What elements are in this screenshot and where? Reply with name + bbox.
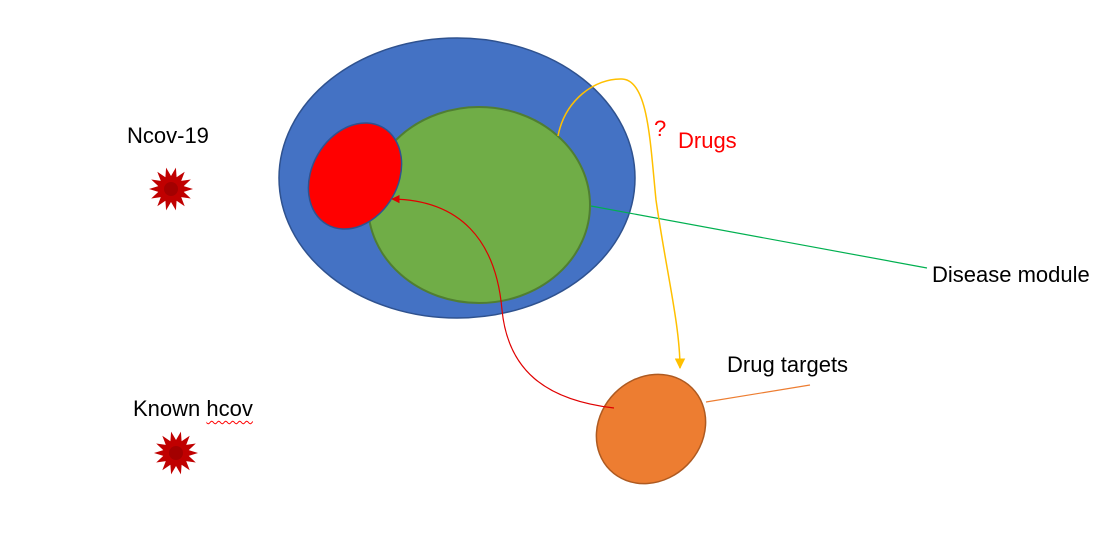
virus-core xyxy=(169,446,183,460)
drug-targets-label: Drug targets xyxy=(727,352,849,377)
known-hcov-label: Known hcov xyxy=(133,396,253,422)
known-hcov-word-hcov: hcov xyxy=(206,396,253,421)
disease-module-circle xyxy=(367,106,591,304)
question-mark-label: ? xyxy=(654,116,667,141)
drug-targets-pointer xyxy=(705,384,811,403)
known-hcov-word-known: Known xyxy=(133,396,201,421)
ncov-label: Ncov-19 xyxy=(127,123,209,148)
drugs-arrow xyxy=(557,78,686,370)
drugs-label: Drugs xyxy=(678,128,737,153)
virus-icon xyxy=(154,431,198,475)
virus-core xyxy=(164,182,178,196)
disease-module-pointer xyxy=(590,205,928,269)
drug-targets-ellipse xyxy=(595,373,707,485)
disease-module-label: Disease module xyxy=(932,262,1090,287)
red-arrow xyxy=(391,194,615,409)
virus-icon xyxy=(149,167,193,211)
